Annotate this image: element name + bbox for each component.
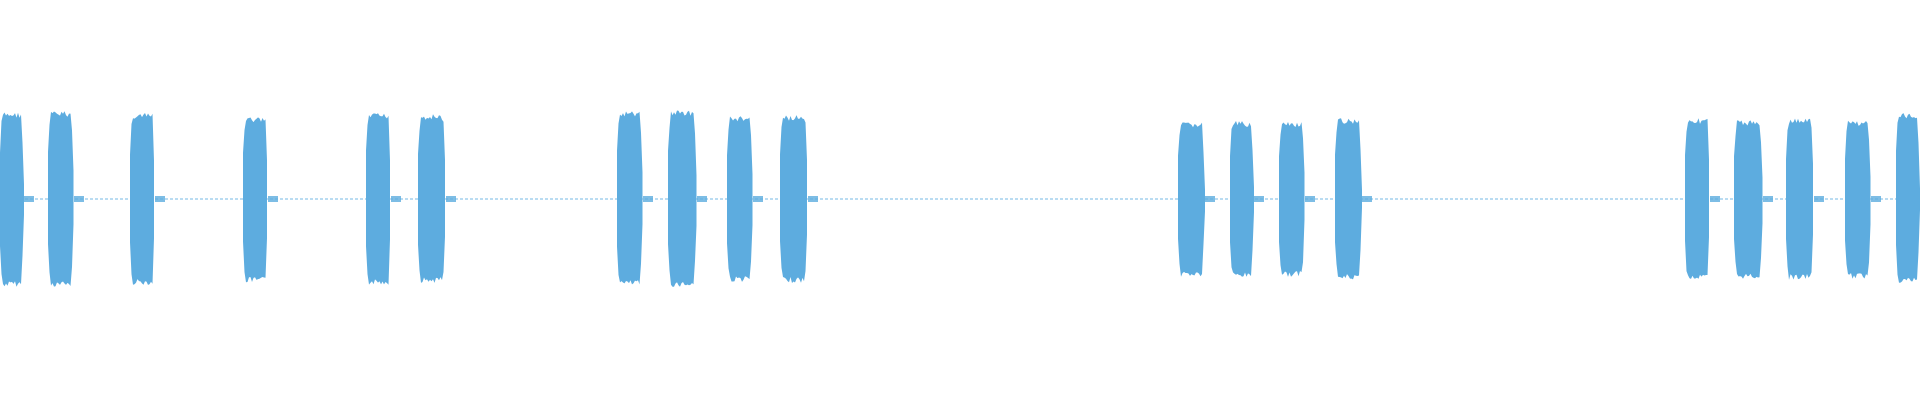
waveform-burst — [1845, 120, 1871, 279]
waveform-bursts — [0, 110, 1920, 287]
waveform-burst — [780, 115, 807, 283]
waveform-burst — [130, 113, 154, 285]
waveform-tail — [155, 196, 165, 202]
waveform-burst — [366, 113, 390, 285]
waveform-tail — [446, 196, 456, 202]
waveform-burst — [1734, 120, 1763, 279]
waveform-tail — [1763, 196, 1773, 202]
waveform-tail — [391, 196, 401, 202]
waveform-tail — [697, 196, 707, 202]
waveform-tail — [1814, 196, 1824, 202]
waveform-burst — [1230, 121, 1254, 277]
waveform-burst — [1685, 118, 1709, 279]
waveform-burst — [668, 110, 697, 287]
waveform-burst — [0, 112, 24, 287]
waveform-burst — [48, 111, 74, 287]
waveform-tail — [1305, 196, 1315, 202]
waveform-burst — [243, 117, 267, 283]
waveform-tail — [643, 196, 653, 202]
waveform-burst — [418, 114, 445, 283]
waveform-tail — [268, 196, 278, 202]
waveform-burst — [1279, 122, 1305, 277]
waveform-burst — [727, 116, 753, 282]
waveform-tail — [1871, 196, 1881, 202]
waveform-tail — [808, 196, 818, 202]
waveform-burst — [1178, 122, 1205, 277]
waveform-burst — [1896, 113, 1920, 283]
waveform-burst — [617, 111, 643, 285]
waveform-tail — [74, 196, 84, 202]
waveform-tail — [1205, 196, 1215, 202]
waveform-tail — [1710, 196, 1720, 202]
waveform-tail — [24, 196, 34, 202]
waveform-burst — [1786, 118, 1813, 280]
waveform-burst — [1335, 118, 1362, 280]
waveform-tail — [1362, 196, 1372, 202]
waveform-tail — [753, 196, 763, 202]
waveform-tail — [1254, 196, 1264, 202]
